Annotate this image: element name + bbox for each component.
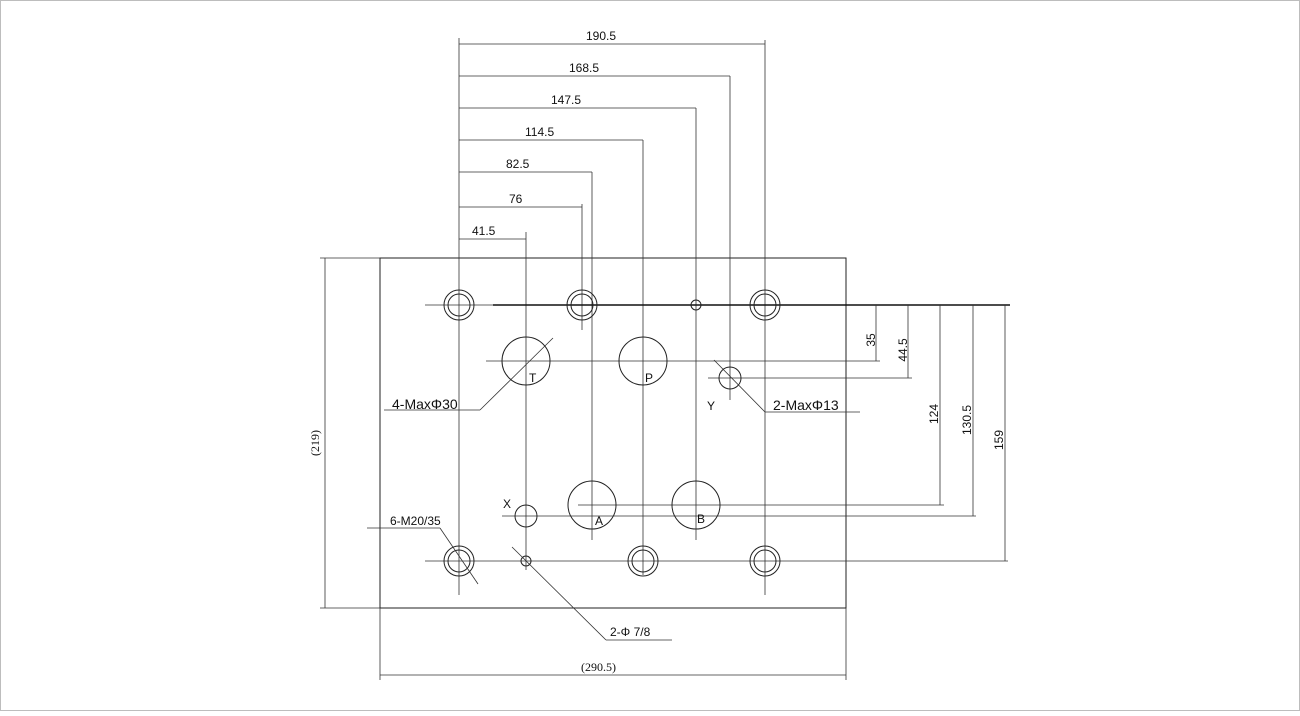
port-b-circle [671,480,721,530]
dim-124: 124 [927,404,941,424]
port-p-label: P [645,371,653,385]
port-x-circle [514,504,538,528]
mounting-bolt-holes [443,289,781,577]
horizontal-reference-lines [320,257,1010,609]
port-y-circle [718,366,742,390]
port-t-circle [501,336,551,386]
callout-mounting-bolts: 6-M20/35 [390,514,441,528]
port-a-label: A [595,514,603,528]
port-y-label: Y [707,399,715,413]
leader-lines [367,337,860,641]
callout-pilot-ports: 2-MaxΦ13 [773,397,839,413]
dim-41-5: 41.5 [472,224,496,238]
dim-82-5: 82.5 [506,157,530,171]
port-p-circle [618,336,668,386]
dim-35: 35 [864,333,878,347]
dim-190-5: 190.5 [586,29,616,43]
plate-outline [379,257,847,609]
dowel-hole-bottom [520,555,532,567]
dim-130-5: 130.5 [960,405,974,435]
dim-76: 76 [509,192,523,206]
dim-44-5: 44.5 [896,338,910,362]
dim-168-5: 168.5 [569,61,599,75]
callout-dowel-pins: 2-Φ 7/8 [610,625,651,639]
dim-147-5: 147.5 [551,93,581,107]
right-dimension-lines [875,305,1006,561]
dim-159: 159 [992,430,1006,450]
port-a-circle [567,480,617,530]
vertical-reference-lines [458,38,766,595]
dowel-hole-top [690,299,702,311]
dim-114-5: 114.5 [525,125,554,139]
dim-overall-width: (290.5) [581,660,616,674]
top-dimension-lines [459,43,765,240]
dim-overall-height: (219) [308,430,322,456]
port-x-label: X [503,497,511,511]
callout-main-ports: 4-MaxΦ30 [392,396,458,412]
port-b-label: B [697,512,705,526]
port-t-label: T [529,371,537,385]
